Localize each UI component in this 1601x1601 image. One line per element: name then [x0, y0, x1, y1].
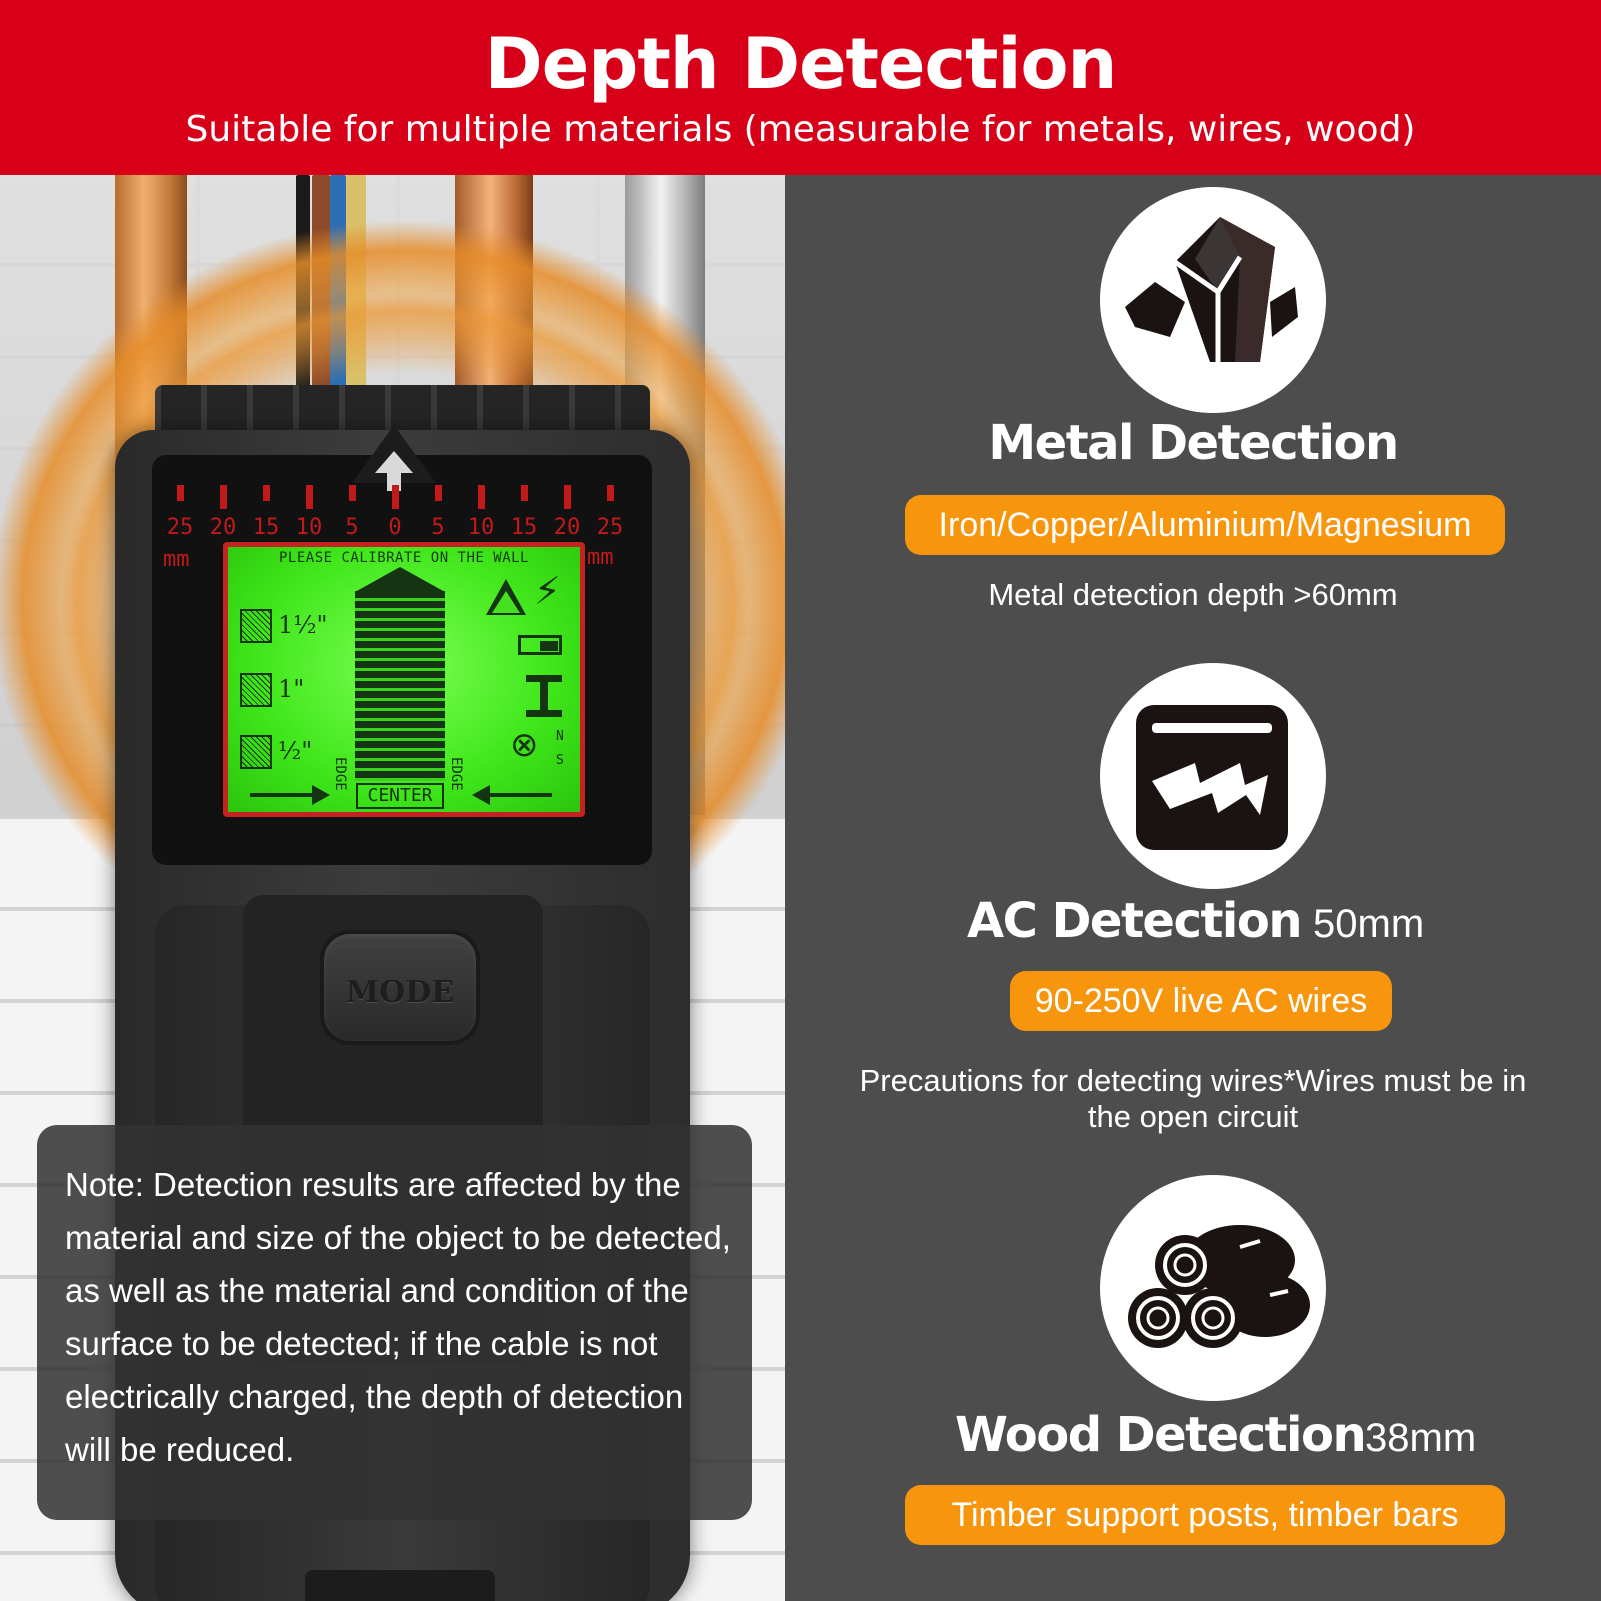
- page-subtitle: Suitable for multiple materials (measura…: [185, 109, 1416, 150]
- lightning-icon: ⚡: [534, 569, 561, 613]
- metal-title: Metal Detection: [988, 415, 1399, 471]
- signal-bar-top: [355, 567, 445, 592]
- wood-block-icon: [240, 735, 272, 769]
- ruler-label: 20: [209, 515, 237, 540]
- wood-title: Wood Detection: [955, 1407, 1367, 1463]
- ruler-label: 0: [388, 515, 402, 540]
- ruler-unit-right: mm: [587, 545, 614, 570]
- right-arrow-head: [312, 785, 330, 805]
- ibeam-web: [540, 682, 548, 710]
- left-arrow-icon: [490, 793, 552, 797]
- ac-pill: 90-250V live AC wires: [1010, 971, 1392, 1031]
- ruler-label: 25: [596, 515, 624, 540]
- ruler-label: 5: [345, 515, 359, 540]
- center-label: CENTER: [356, 783, 444, 809]
- south-label: S: [556, 753, 564, 768]
- edge-label-left: EDGE: [332, 757, 348, 791]
- magnet-icon: ⊗: [510, 725, 539, 765]
- ac-lightning-icon: [1100, 663, 1326, 889]
- ruler-label: 15: [510, 515, 538, 540]
- wood-size-label: 1½": [278, 611, 328, 639]
- north-label: N: [556, 729, 564, 744]
- wood-block-icon: [240, 609, 272, 643]
- ac-value: 50mm: [1313, 902, 1425, 946]
- wood-logs-icon: [1100, 1175, 1326, 1401]
- ibeam-icon: [526, 675, 562, 717]
- left-arrow-head: [472, 785, 490, 805]
- ruler-label: 5: [431, 515, 445, 540]
- metal-pill: Iron/Copper/Aluminium/Magnesium: [905, 495, 1505, 555]
- lcd-display: PLEASE CALIBRATE ON THE WALL EDGE EDGE C…: [223, 542, 585, 817]
- mode-button[interactable]: [320, 930, 480, 1045]
- metal-crystal-icon: [1100, 187, 1326, 413]
- ruler-label: 10: [295, 515, 323, 540]
- note-text: Note: Detection results are affected by …: [65, 1166, 731, 1468]
- wood-pill: Timber support posts, timber bars: [905, 1485, 1505, 1545]
- ac-description: Precautions for detecting wires*Wires mu…: [859, 1063, 1527, 1134]
- up-arrow-icon: [375, 451, 413, 473]
- bubble-level: [305, 1570, 495, 1601]
- wood-size-label: 1": [278, 675, 305, 703]
- wood-size-label: ½": [278, 737, 313, 765]
- ac-title: AC Detection: [967, 893, 1302, 949]
- product-scene: 25 20 15 10 5 0 5 10 15 20 25 mm mm PLEA…: [0, 175, 785, 1601]
- depth-ruler: 25 20 15 10 5 0 5 10 15 20 25: [160, 485, 650, 545]
- metal-description: Metal detection depth >60mm: [988, 577, 1398, 612]
- calibrate-message: PLEASE CALIBRATE ON THE WALL: [278, 550, 529, 566]
- ruler-label: 25: [166, 515, 194, 540]
- ruler-unit-left: mm: [163, 547, 190, 572]
- edge-label-right: EDGE: [448, 757, 464, 791]
- signal-bar: [355, 591, 445, 781]
- page-title: Depth Detection: [484, 23, 1118, 105]
- features-panel: Metal Detection Iron/Copper/Aluminium/Ma…: [785, 175, 1601, 1601]
- ruler-label: 20: [553, 515, 581, 540]
- ruler-label: 10: [467, 515, 495, 540]
- ruler-label: 15: [252, 515, 280, 540]
- wood-value: 38mm: [1365, 1416, 1477, 1460]
- wood-block-icon: [240, 673, 272, 707]
- battery-level: [540, 641, 558, 651]
- mode-button-label: MODE: [345, 975, 455, 1010]
- right-arrow-icon: [250, 793, 312, 797]
- note-box: Note: Detection results are affected by …: [37, 1125, 752, 1520]
- battery-icon: [518, 635, 562, 655]
- header-banner: Depth Detection Suitable for multiple ma…: [0, 0, 1601, 175]
- warning-icon-inner: [492, 591, 520, 613]
